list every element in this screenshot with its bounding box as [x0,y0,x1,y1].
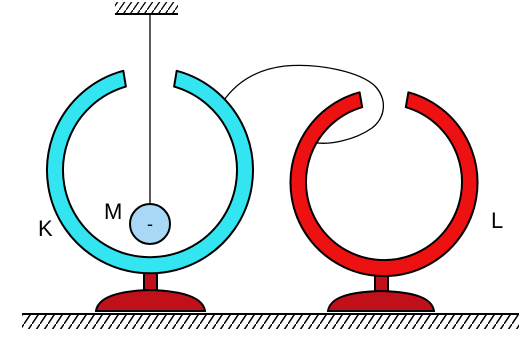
ceiling-support [115,2,178,15]
ring-right-label: L [491,208,503,233]
ring-left [46,69,254,275]
ball-label: M [104,199,122,224]
stand-right-base [326,289,436,312]
ring-left-label: K [38,216,53,241]
ball [129,203,171,245]
stand-left-base [94,288,207,312]
ball-charge-sign: - [147,214,153,234]
ring-right [289,91,479,277]
connecting-wire [221,64,384,144]
ground [22,313,519,329]
